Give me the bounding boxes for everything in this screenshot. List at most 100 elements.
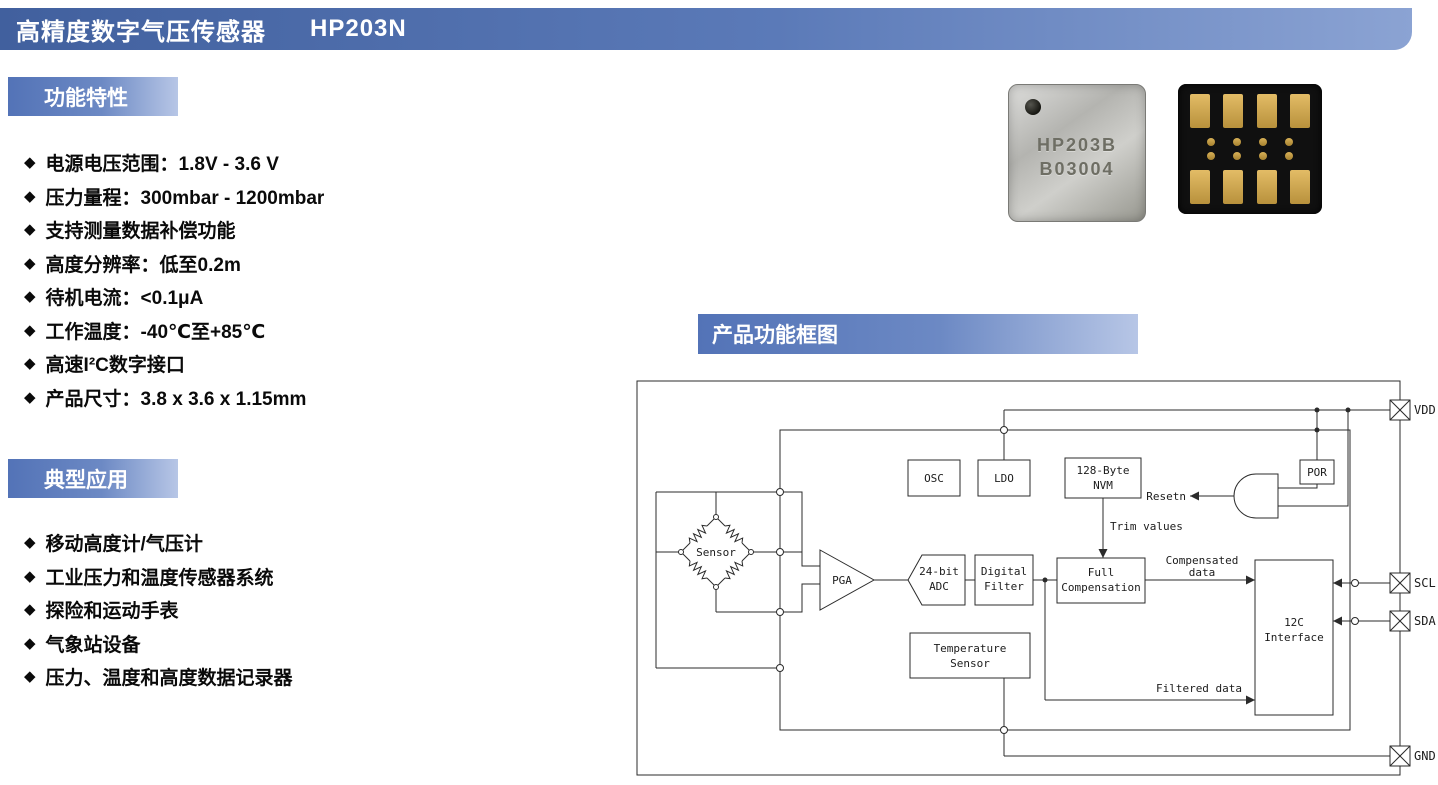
diamond-bullet-icon: ◆ xyxy=(24,668,36,686)
temperature-sensor-label-2: Sensor xyxy=(950,657,990,670)
sensor-label: Sensor xyxy=(696,546,736,559)
chip-marking-line2: B03004 xyxy=(1039,159,1115,179)
features-list: ◆ 电源电压范围：1.8V - 3.6 V ◆ 压力量程：300mbar - 120… xyxy=(24,146,324,414)
list-item: ◆ 高速I²C数字接口 xyxy=(24,347,324,381)
list-item: ◆ 高度分辨率：低至0.2m xyxy=(24,247,324,281)
i2c-label-1: 12C xyxy=(1284,616,1304,629)
i2c-label-2: Interface xyxy=(1264,631,1324,644)
applications-list: ◆ 移动高度计/气压计 ◆ 工业压力和温度传感器系统 ◆ 探险和运动手表 ◆ 气象站设备… xyxy=(24,526,293,694)
gnd-pin-icon xyxy=(1389,745,1411,767)
gold-pad xyxy=(1289,170,1310,204)
vdd-pin-icon xyxy=(1389,399,1411,421)
gold-pad xyxy=(1223,94,1244,128)
filtered-data-label: Filtered data xyxy=(1156,682,1242,695)
i2c-interface-block xyxy=(1254,559,1334,716)
osc-block xyxy=(907,459,961,497)
feature-text: 压力量程：300mbar - 1200mbar xyxy=(45,187,325,209)
diamond-bullet-icon: ◆ xyxy=(24,567,36,585)
section-heading-diagram: 产品功能框图 xyxy=(698,314,1138,354)
and-gate xyxy=(1233,473,1279,519)
nvm-label-1: 128-Byte xyxy=(1077,464,1130,477)
feature-text: 工作温度：-40℃至+85℃ xyxy=(45,321,266,343)
gold-pad xyxy=(1190,94,1210,128)
filter-label-1: Digital xyxy=(981,565,1027,578)
block-diagram: Sensor PGA 24-bit ADC Digital Filter Ful… xyxy=(636,380,1436,776)
digital-filter-block xyxy=(974,554,1034,606)
section-heading-features: 功能特性 xyxy=(8,77,178,116)
application-text: 移动高度计/气压计 xyxy=(45,534,203,556)
gold-via xyxy=(1233,152,1241,160)
por-block xyxy=(1299,459,1335,485)
compensated-data-label-2: data xyxy=(1189,566,1216,579)
application-text: 压力、温度和高度数据记录器 xyxy=(45,668,293,690)
nvm-block xyxy=(1064,457,1142,499)
feature-text: 支持测量数据补偿功能 xyxy=(45,221,236,243)
chip-port-hole xyxy=(1025,99,1041,115)
page-title: 高精度数字气压传感器 xyxy=(16,18,266,46)
diamond-bullet-icon: ◆ xyxy=(24,355,36,373)
list-item: ◆ 电源电压范围：1.8V - 3.6 V xyxy=(24,146,324,180)
feature-text: 电源电压范围：1.8V - 3.6 V xyxy=(45,154,279,176)
list-item: ◆ 探险和运动手表 xyxy=(24,593,293,627)
gold-via xyxy=(1259,138,1267,146)
diagram-arrowheads xyxy=(1098,491,1342,705)
gold-pad xyxy=(1223,170,1244,204)
section-heading-applications: 典型应用 xyxy=(8,459,178,498)
list-item: ◆ 产品尺寸：3.8 x 3.6 x 1.15mm xyxy=(24,381,324,415)
scl-pin-icon xyxy=(1389,572,1411,594)
temperature-sensor-label-1: Temperature xyxy=(934,642,1007,655)
chip-pad-row-bottom xyxy=(1190,170,1310,204)
diamond-bullet-icon: ◆ xyxy=(24,388,36,406)
chip-pad-row-top xyxy=(1190,94,1310,128)
diagram-pins xyxy=(1389,399,1411,767)
scl-pin-label: SCL xyxy=(1414,576,1436,590)
diamond-bullet-icon: ◆ xyxy=(24,254,36,272)
trim-values-label: Trim values xyxy=(1110,520,1183,533)
chip-marking: HP203B B03004 xyxy=(1009,133,1145,181)
list-item: ◆ 压力、温度和高度数据记录器 xyxy=(24,660,293,694)
adc-block xyxy=(907,554,966,606)
list-item: ◆ 工业压力和温度传感器系统 xyxy=(24,560,293,594)
resetn-label: Resetn xyxy=(1146,490,1186,503)
diamond-bullet-icon: ◆ xyxy=(24,534,36,552)
diamond-bullet-icon: ◆ xyxy=(24,154,36,172)
temperature-sensor-block xyxy=(909,632,1031,679)
gold-via xyxy=(1285,138,1293,146)
ldo-block xyxy=(977,459,1031,497)
application-text: 工业压力和温度传感器系统 xyxy=(45,567,274,589)
diagram-wires xyxy=(655,409,1390,757)
diagram-labels: Sensor PGA 24-bit ADC Digital Filter Ful… xyxy=(696,403,1436,763)
diamond-bullet-icon: ◆ xyxy=(24,601,36,619)
list-item: ◆待机电流：<0.1μA xyxy=(24,280,324,314)
list-item: ◆支持测量数据补偿功能 xyxy=(24,213,324,247)
chip-via-grid xyxy=(1190,138,1310,160)
feature-text: 高度分辨率：低至0.2m xyxy=(45,254,241,276)
compensation-label-1: Full xyxy=(1088,566,1115,579)
gold-pad xyxy=(1289,94,1310,128)
ldo-label: LDO xyxy=(994,472,1014,485)
adc-label-2: ADC xyxy=(929,580,949,593)
pga-block xyxy=(819,549,876,611)
diagram-nodes xyxy=(678,407,1359,734)
diagram-blocks xyxy=(819,457,1335,716)
sda-pin-icon xyxy=(1389,610,1411,632)
chip-marking-line1: HP203B xyxy=(1036,135,1118,155)
section-heading-features-label: 功能特性 xyxy=(44,86,128,110)
gold-pad xyxy=(1256,170,1277,204)
chip-photo-top-view: HP203B B03004 xyxy=(1008,84,1146,222)
sda-pin-label: SDA xyxy=(1414,614,1436,628)
application-text: 探险和运动手表 xyxy=(45,601,179,623)
diagram-chip-frame xyxy=(779,429,1351,731)
compensation-label-2: Compensation xyxy=(1061,581,1140,594)
gnd-pin-label: GND xyxy=(1414,749,1436,763)
feature-text: 产品尺寸：3.8 x 3.6 x 1.15mm xyxy=(45,388,307,410)
osc-label: OSC xyxy=(924,472,944,485)
feature-text: 高速I²C数字接口 xyxy=(45,355,185,377)
application-text: 气象站设备 xyxy=(45,634,141,656)
gold-pad xyxy=(1190,170,1210,204)
pga-label: PGA xyxy=(832,574,852,587)
feature-text: 待机电流：<0.1μA xyxy=(45,288,204,310)
section-heading-applications-label: 典型应用 xyxy=(44,468,128,492)
list-item: ◆工作温度：-40℃至+85℃ xyxy=(24,314,324,348)
gold-via xyxy=(1259,152,1267,160)
